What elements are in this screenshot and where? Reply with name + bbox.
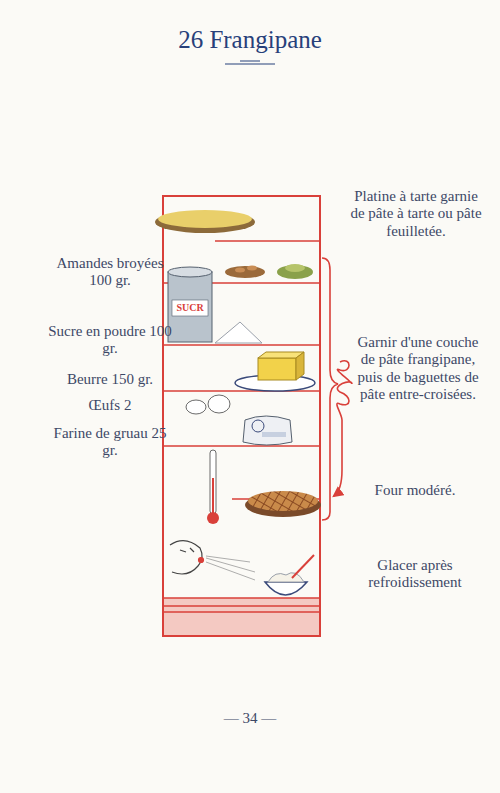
column-frame bbox=[163, 196, 320, 636]
ingredient-label: Sucre en poudre 100 gr. bbox=[45, 323, 175, 358]
jar-label: SUCR bbox=[172, 302, 208, 314]
ornament bbox=[225, 61, 275, 64]
sugar-pile bbox=[215, 322, 262, 343]
lattice-tart bbox=[245, 491, 321, 517]
instruction-note: Four modéré. bbox=[345, 482, 485, 499]
page-number: — 34 — bbox=[200, 710, 300, 727]
ingredient-label: Amandes broyées 100 gr. bbox=[45, 255, 175, 290]
glaze-bowl bbox=[265, 555, 314, 595]
almonds bbox=[225, 264, 313, 279]
blowing-face bbox=[170, 541, 255, 580]
ingredient-label: Farine de gruau 25 gr. bbox=[45, 425, 175, 460]
butter bbox=[235, 352, 315, 391]
instruction-note: Garnir d'une couche de pâte frangipane, … bbox=[352, 334, 484, 403]
sugar-jar bbox=[168, 267, 212, 342]
eggs bbox=[186, 395, 230, 414]
flour-bag bbox=[243, 416, 292, 445]
ingredient-label: Beurre 150 gr. bbox=[40, 371, 180, 388]
instruction-note: Platine à tarte garnie de pâte à tarte o… bbox=[350, 188, 482, 240]
ingredient-label: Œufs 2 bbox=[40, 397, 180, 414]
thermometer bbox=[207, 450, 219, 524]
tart-dish bbox=[155, 210, 255, 233]
recipe-title: 26 Frangipane bbox=[0, 26, 500, 54]
bracket-arrow bbox=[322, 258, 352, 520]
instruction-note: Glacer après refroidissement bbox=[345, 557, 485, 592]
